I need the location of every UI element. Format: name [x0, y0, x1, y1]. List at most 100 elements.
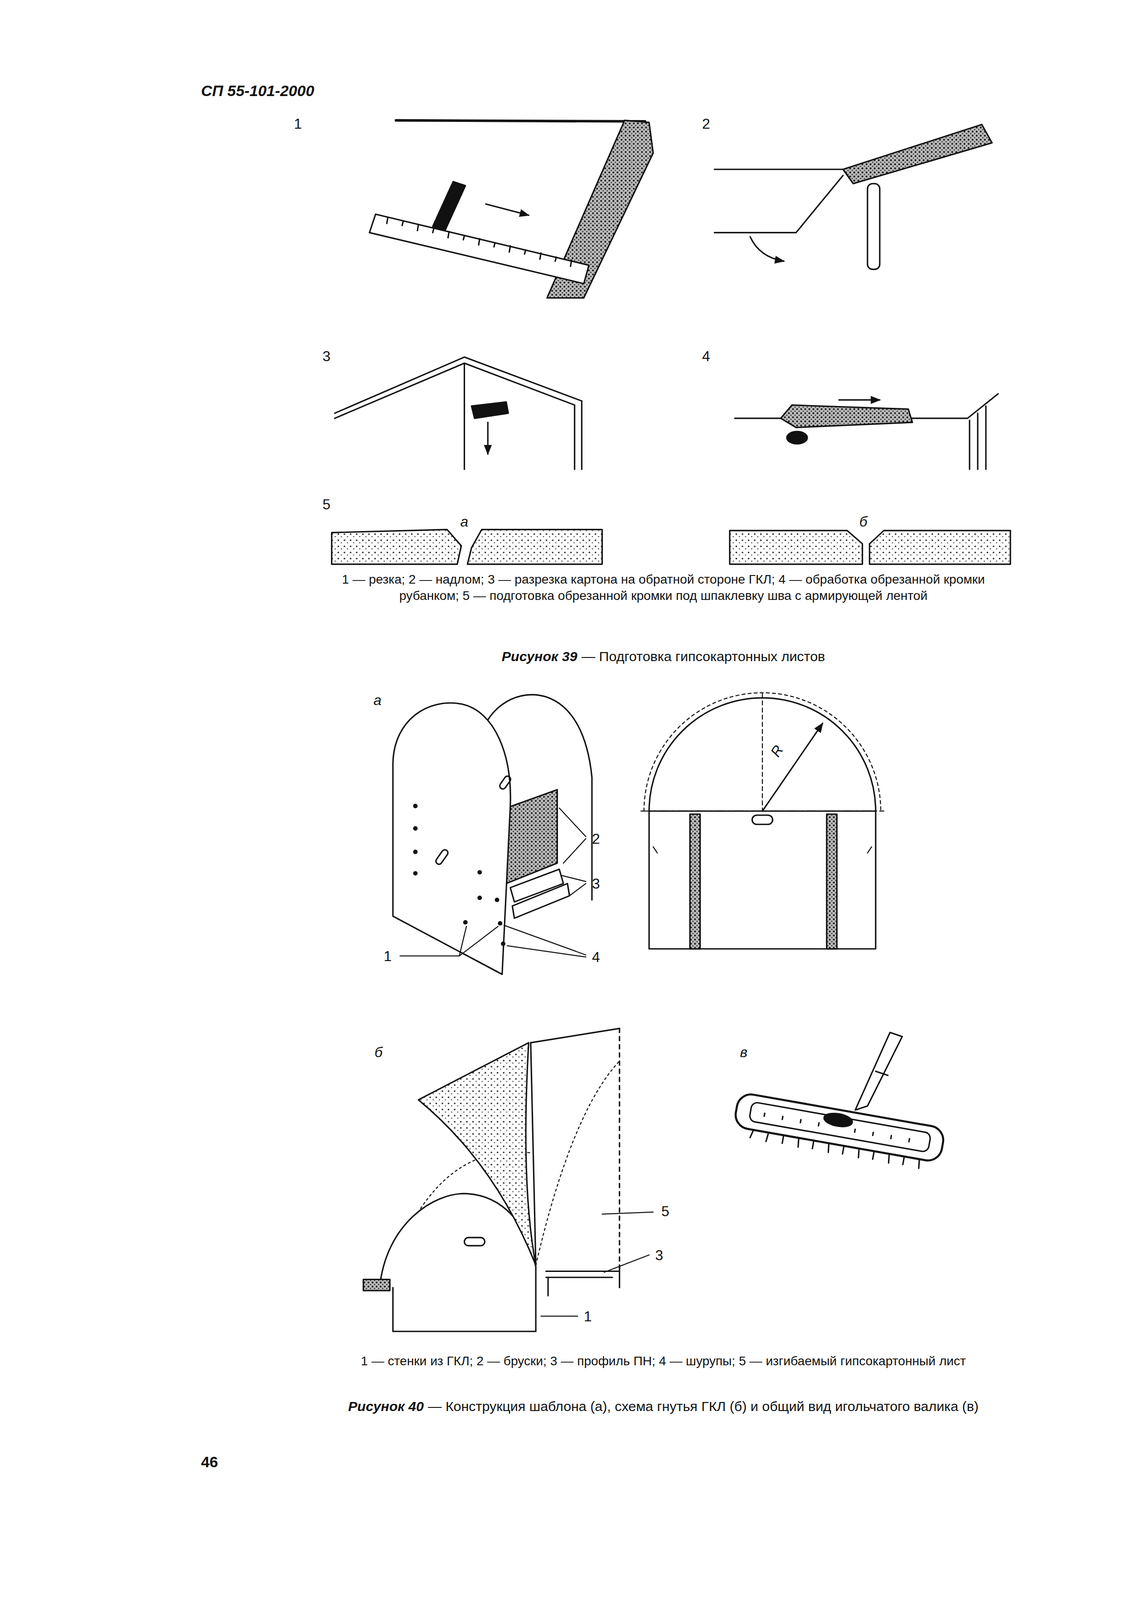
sheet-edge: [714, 168, 844, 170]
board-edge: [467, 529, 602, 565]
cardboard-cut-illustration: [334, 357, 583, 470]
sheet-edge: [530, 1042, 536, 1266]
sheet-edge: [581, 401, 583, 470]
variant-letter: б: [374, 1043, 383, 1061]
direction-arrow: [487, 422, 489, 455]
callout-number: 2: [591, 830, 601, 848]
screws: [412, 804, 506, 947]
plane-handle: [786, 431, 808, 444]
caption-label: Рисунок 40: [348, 1399, 424, 1415]
caption-text: — Конструкция шаблона (а), схема гнутья …: [427, 1399, 979, 1415]
callout-number: 3: [655, 1246, 664, 1264]
bar: [689, 814, 701, 950]
leader-line: [504, 925, 586, 958]
bar: [826, 814, 838, 950]
slot: [434, 848, 450, 866]
callout-number: 5: [661, 1203, 670, 1220]
tick: [653, 847, 872, 854]
board-edge: [869, 530, 1011, 565]
figure-legend: 1 — резка; 2 — надлом; 3 — разрезка карт…: [311, 571, 1016, 605]
sheet-edge: [396, 120, 646, 122]
roller-mount: [823, 1111, 854, 1130]
leader-line: [400, 926, 499, 956]
variant-letter: а: [460, 513, 469, 530]
figure-caption: Рисунок 40— Конструкция шаблона (а), схе…: [305, 1398, 1021, 1417]
roller-handle: [875, 1071, 888, 1076]
sheet-edge: [334, 363, 575, 419]
board-edge: [331, 529, 462, 565]
leader-line: [559, 808, 587, 864]
board-edge: [729, 530, 863, 565]
leader-line: [540, 1315, 578, 1317]
sheet-edge: [734, 417, 784, 420]
bar: [506, 790, 558, 884]
panel-number: 4: [702, 348, 711, 365]
bending-illustration: [363, 1028, 654, 1333]
callout-number: 1: [583, 1308, 592, 1325]
arch-dashed: [644, 693, 881, 812]
profile: [546, 1265, 620, 1297]
slot: [751, 815, 773, 825]
breaking-illustration: [714, 124, 992, 270]
caption-text: — Подготовка гипсокартонных листов: [581, 649, 825, 665]
direction-arrow: [485, 203, 529, 216]
figure-legend: 1 — стенки из ГКЛ; 2 — бруски; 3 — профи…: [305, 1353, 1021, 1371]
sheet-edge: [968, 420, 971, 470]
leader-line: [561, 875, 586, 897]
variant-letter: б: [859, 513, 868, 530]
template-illustration: [392, 694, 592, 975]
planing-illustration: [734, 393, 999, 470]
caption-label: Рисунок 39: [501, 649, 578, 665]
sheet-edge: [984, 406, 987, 470]
sheet-edge: [910, 393, 999, 419]
ruler: [369, 214, 589, 284]
sheet-edge-dashed: [618, 1028, 621, 1271]
sheet-edge: [463, 363, 466, 470]
sheet-edge: [976, 413, 979, 470]
bent-sheet: [418, 1042, 536, 1266]
panel-number: 1: [293, 115, 302, 132]
slot: [498, 775, 512, 791]
panel-number: 3: [322, 348, 331, 365]
figure-caption: Рисунок 39— Подготовка гипсокартонных ли…: [311, 648, 1016, 667]
dimension-label: R: [766, 742, 787, 761]
sheet-edge: [530, 1028, 620, 1044]
profile: [512, 883, 570, 919]
template-elevation: [640, 693, 884, 950]
sheet-thickness: [843, 124, 993, 185]
bent-sheet: [714, 175, 844, 233]
plane-tool: [780, 405, 912, 428]
page-header: СП 55-101-2000: [201, 81, 315, 100]
roller-drum: [748, 1101, 932, 1153]
callout-number: 3: [591, 875, 601, 893]
variant-letter: а: [373, 692, 382, 709]
callout-number: 4: [591, 949, 601, 966]
knife: [432, 181, 466, 231]
needle-roller: [731, 1033, 946, 1173]
cutting-illustration: [369, 120, 654, 299]
slot: [464, 1237, 485, 1247]
roller-needles: [749, 1111, 924, 1170]
ruler-ticks: [386, 217, 572, 267]
wall-outline: [649, 811, 876, 950]
knife: [471, 402, 509, 419]
edge-profiles: [331, 529, 1011, 565]
variant-letter: в: [739, 1043, 748, 1061]
page-number: 46: [201, 1453, 219, 1471]
radius-line: [762, 723, 823, 812]
sheet-edge: [573, 405, 576, 470]
center-line: [761, 693, 763, 812]
direction-arrow: [839, 399, 880, 401]
front-wall: [392, 703, 511, 975]
panel-number: 2: [702, 115, 711, 132]
roller-handle: [855, 1033, 903, 1111]
rotation-arrow: [750, 236, 784, 262]
support-rod: [867, 183, 880, 270]
bend-path: [535, 1061, 620, 1266]
leader-line: [604, 1255, 650, 1273]
callout-number: 1: [383, 948, 393, 965]
bar: [363, 1279, 391, 1291]
panel-number: 5: [322, 495, 331, 513]
leader-line: [601, 1212, 654, 1215]
